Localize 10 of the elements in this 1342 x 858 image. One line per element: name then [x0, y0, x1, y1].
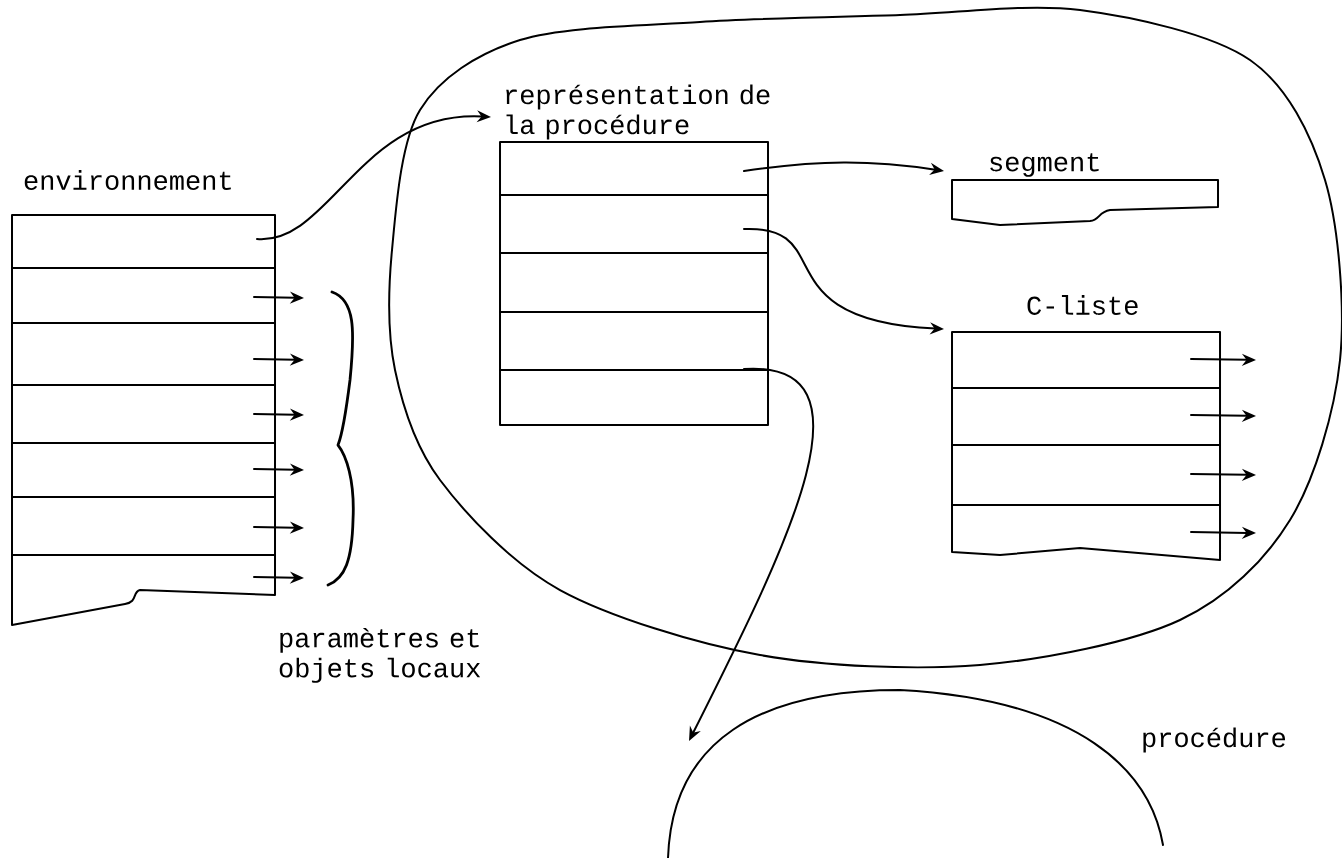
node-label: environnement [24, 170, 231, 190]
record-box: segment [951, 153, 1219, 226]
table-box: représentation de la procédure [499, 84, 770, 426]
table-box: C-liste [951, 295, 1221, 561]
node-label: représentation de la procédure [506, 84, 770, 140]
node-label: segment [990, 153, 1099, 177]
note-text: paramètres et objets locaux [279, 628, 481, 683]
table-box: environnement [11, 170, 276, 626]
open-curve: procédure [667, 689, 1286, 858]
node-label: C-liste [1027, 295, 1138, 315]
